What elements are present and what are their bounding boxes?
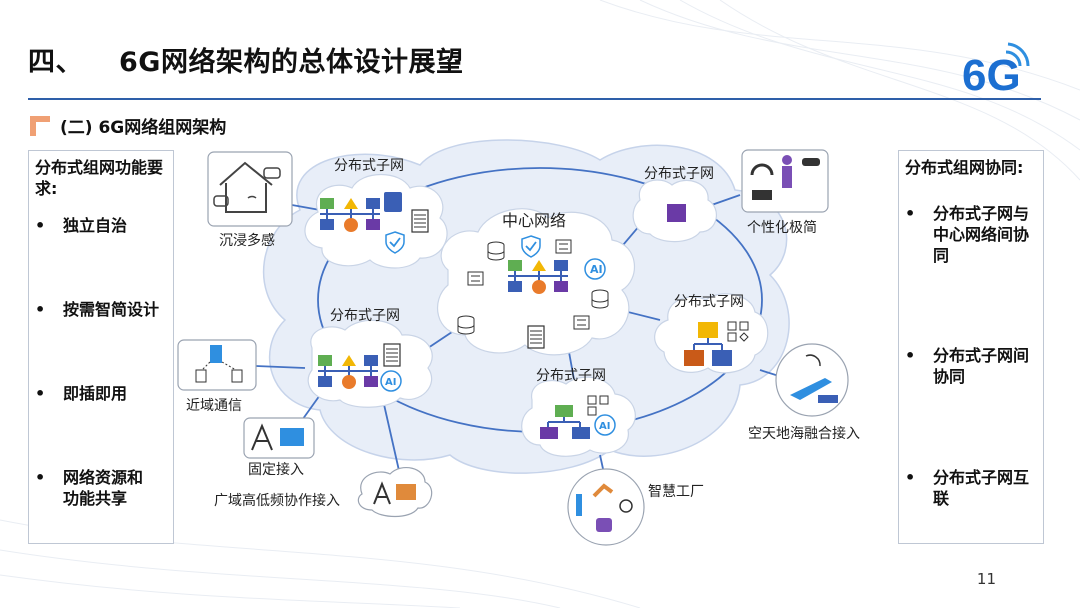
right-panel: 分布式组网协同: •分布式子网与中心网络间协同 •分布式子网间协同 •分布式子网… bbox=[898, 150, 1044, 544]
center-nodes bbox=[507, 259, 569, 295]
page-number: 11 bbox=[976, 570, 996, 588]
subnet-label: 分布式子网 bbox=[536, 368, 606, 384]
scenario-label: 沉浸多感 bbox=[219, 232, 275, 249]
server-rack-icon bbox=[527, 325, 545, 349]
scenario-wide-area-icon bbox=[357, 466, 433, 518]
scenario-label: 固定接入 bbox=[248, 461, 304, 478]
subnet-nodes-right bbox=[684, 321, 749, 366]
subnet-nodes-bottom bbox=[540, 395, 609, 439]
server-rack-icon bbox=[383, 343, 401, 367]
database-icon bbox=[591, 289, 609, 309]
6g-logo: 6G bbox=[962, 42, 1030, 96]
scenario-label: 广域高低频协作接入 bbox=[214, 492, 340, 509]
ai-badge-label: AI bbox=[590, 263, 603, 276]
center-network-label: 中心网络 bbox=[502, 211, 566, 230]
switch-icon bbox=[573, 315, 590, 330]
server-icon bbox=[384, 192, 402, 212]
left-panel-heading: 分布式组网功能要求: bbox=[35, 158, 164, 198]
database-icon bbox=[487, 241, 505, 261]
right-panel-heading: 分布式组网协同: bbox=[905, 158, 1024, 177]
subnet-label: 分布式子网 bbox=[334, 158, 404, 174]
subnet-label: 分布式子网 bbox=[330, 308, 400, 324]
switch-icon bbox=[555, 239, 572, 254]
subnet-label: 分布式子网 bbox=[674, 294, 744, 310]
scenario-label: 空天地海融合接入 bbox=[748, 425, 860, 442]
database-icon bbox=[457, 315, 475, 335]
subnet-node bbox=[667, 204, 686, 222]
scenario-fixed-access-icon bbox=[243, 417, 315, 459]
ai-badge-label: AI bbox=[385, 377, 396, 388]
section-marker-icon bbox=[30, 116, 50, 136]
scenario-smart-factory-icon bbox=[567, 468, 645, 546]
scenario-near-field-icon bbox=[177, 339, 257, 391]
header-rule bbox=[28, 98, 1041, 100]
server-rack-icon bbox=[411, 209, 429, 233]
logo-text: 6G bbox=[962, 51, 1021, 96]
section-title: (二) 6G网络组网架构 bbox=[60, 118, 227, 138]
title-text: 6G网络架构的总体设计展望 bbox=[119, 47, 464, 78]
scenario-label: 智慧工厂 bbox=[648, 484, 704, 500]
scenario-label: 个性化极简 bbox=[747, 219, 817, 236]
ai-badge-label: AI bbox=[599, 421, 610, 432]
switch-icon bbox=[467, 271, 484, 286]
page-title: 四、 6G网络架构的总体设计展望 bbox=[28, 40, 463, 79]
subnet-label: 分布式子网 bbox=[644, 166, 714, 182]
subnet-nodes bbox=[319, 197, 381, 233]
scenario-label: 近域通信 bbox=[186, 398, 242, 414]
scenario-personal-icon bbox=[741, 149, 829, 213]
section-number: 四、 bbox=[28, 47, 83, 78]
left-panel: 分布式组网功能要求: •独立自治 •按需智简设计 •即插即用 •网络资源和功能共… bbox=[28, 150, 174, 544]
scenario-immersive-icon bbox=[207, 151, 293, 227]
subnet-nodes bbox=[317, 354, 379, 390]
scenario-space-air-ground-sea-icon bbox=[775, 343, 849, 417]
